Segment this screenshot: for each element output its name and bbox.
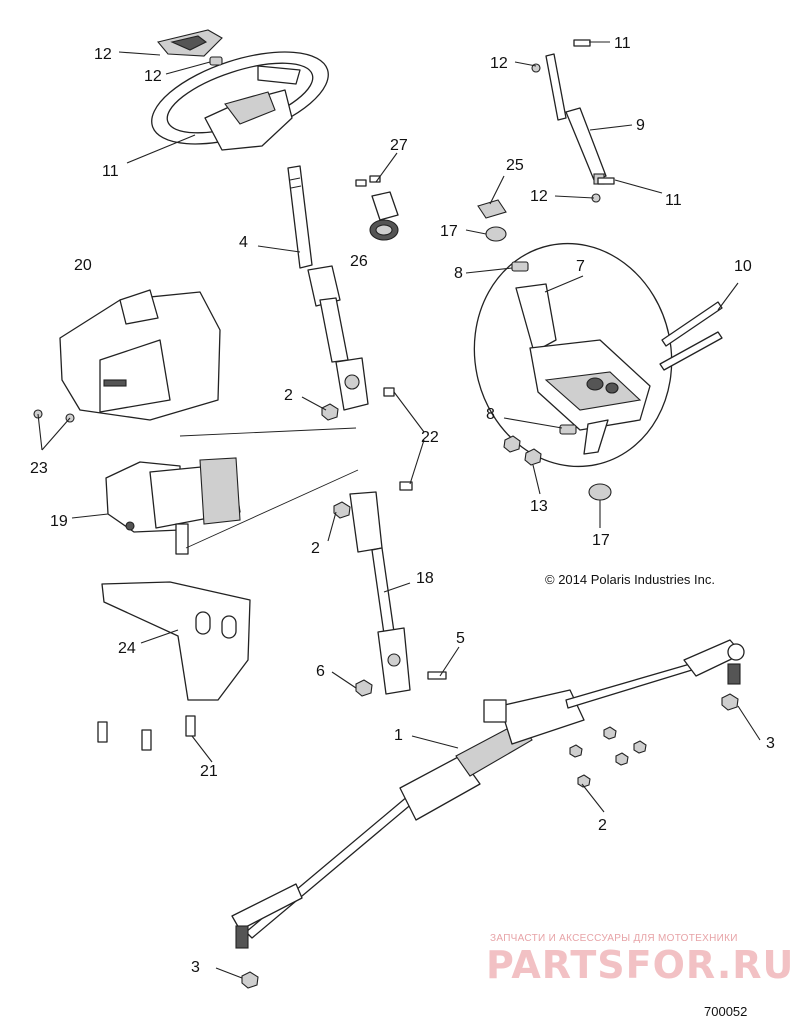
steering-wheel-part (151, 51, 329, 151)
callout-label: 19 (50, 513, 68, 530)
callout-label: 11 (102, 163, 119, 180)
callout-label: 1 (394, 727, 403, 744)
callout-label: 12 (490, 55, 508, 72)
callout-label: 17 (440, 223, 458, 240)
callout-label: 9 (636, 117, 645, 134)
callout-label: 12 (94, 46, 112, 63)
steering-rack-part (231, 639, 745, 949)
spacer-part (511, 261, 577, 435)
watermark-brand: PARTSFOR.RU (486, 943, 794, 987)
bushing-part (485, 226, 612, 501)
flange-nut-part (321, 403, 351, 519)
callout-label: 17 (592, 532, 610, 549)
figure-number: 700052 (704, 1004, 747, 1019)
callout-label: 11 (614, 35, 631, 52)
callout-label: 23 (30, 460, 48, 477)
tie-rod-nut-part (241, 693, 739, 989)
eps-bracket-part (101, 581, 251, 701)
lock-nut-part (355, 679, 373, 697)
callout-label: 4 (239, 234, 248, 251)
bracket-bolt-part (97, 715, 196, 751)
steering-cover-part (59, 289, 221, 421)
rack-nut-part (569, 726, 647, 788)
leader-lines (37, 41, 761, 979)
callout-label: 12 (530, 188, 548, 205)
callout-label: 18 (416, 570, 434, 587)
copyright-notice: © 2014 Polaris Industries Inc. (545, 572, 715, 587)
callout-label: 10 (734, 258, 752, 275)
callout-label: 6 (316, 663, 325, 680)
callout-label: 26 (350, 253, 368, 270)
callout-label: 8 (486, 406, 495, 423)
callout-label: 8 (454, 265, 463, 282)
callout-label: 27 (390, 137, 408, 154)
callout-label: 3 (191, 959, 200, 976)
callout-label: 13 (530, 498, 548, 515)
cap-clip-part (209, 56, 223, 66)
callout-label: 2 (598, 817, 607, 834)
steering-support-assembly-part (473, 242, 673, 468)
callout-label: 21 (200, 763, 218, 780)
callout-label: 2 (284, 387, 293, 404)
nut-part (503, 435, 542, 466)
intermediate-shaft-part (349, 491, 411, 695)
cylinder-bolt-part (573, 39, 615, 185)
callout-label: 24 (118, 640, 136, 657)
pivot-bolt-part (659, 301, 723, 371)
assembly-line (179, 427, 357, 437)
callout-label: 20 (74, 257, 92, 274)
callout-numbers: 12 12 11 11 12 9 12 11 27 25 17 26 4 8 7… (30, 35, 775, 976)
assembly-line (185, 469, 359, 549)
eps-motor-part (105, 457, 241, 555)
steering-wheel-cap-part (157, 29, 223, 57)
callout-label: 5 (456, 630, 465, 647)
callout-label: 7 (576, 258, 585, 275)
cap-insert-part (477, 199, 507, 219)
tilt-cylinder-part (545, 53, 607, 185)
callout-label: 22 (421, 429, 439, 446)
callout-label: 25 (506, 157, 524, 174)
callout-label: 2 (311, 540, 320, 557)
callout-label: 12 (144, 68, 162, 85)
tilt-knob-part (369, 191, 399, 241)
callout-label: 3 (766, 735, 775, 752)
watermark-tagline: ЗАПЧАСТИ И АКСЕССУАРЫ ДЛЯ МОТОТЕХНИКИ (490, 933, 738, 944)
upper-steering-shaft-part (287, 165, 369, 411)
knob-screw-part (355, 175, 381, 187)
callout-label: 11 (665, 192, 682, 209)
